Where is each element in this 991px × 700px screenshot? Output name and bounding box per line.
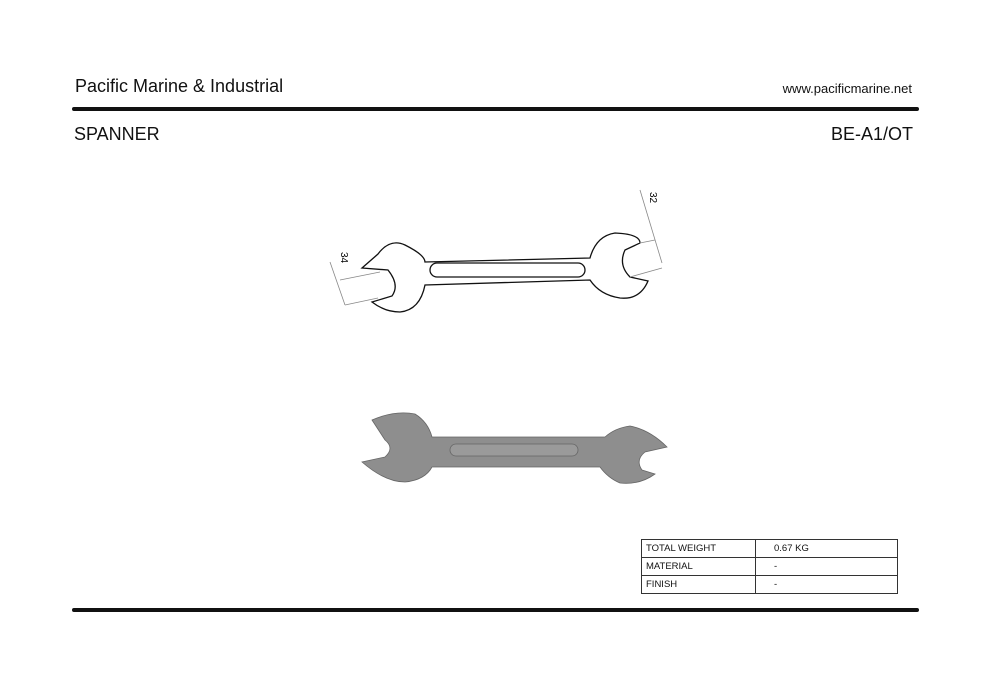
dimension-left: 34: [338, 252, 349, 264]
spec-label: MATERIAL: [641, 557, 756, 576]
spec-label: FINISH: [641, 575, 756, 594]
dimension-right: 32: [647, 192, 658, 204]
spec-value: -: [755, 557, 898, 576]
company-name: Pacific Marine & Industrial: [75, 76, 284, 96]
product-code: BE-A1/OT: [830, 124, 913, 144]
header-divider: [72, 107, 919, 111]
table-row: FINISH-: [641, 575, 898, 594]
website-link[interactable]: www.pacificmarine.net: [782, 81, 912, 96]
product-name: SPANNER: [74, 124, 160, 144]
spanner-render: [361, 412, 668, 484]
spec-value: -: [755, 575, 898, 594]
table-row: MATERIAL-: [641, 557, 898, 576]
footer-divider: [72, 608, 919, 612]
spec-label: TOTAL WEIGHT: [641, 539, 756, 558]
spec-value: 0.67 KG: [755, 539, 898, 558]
